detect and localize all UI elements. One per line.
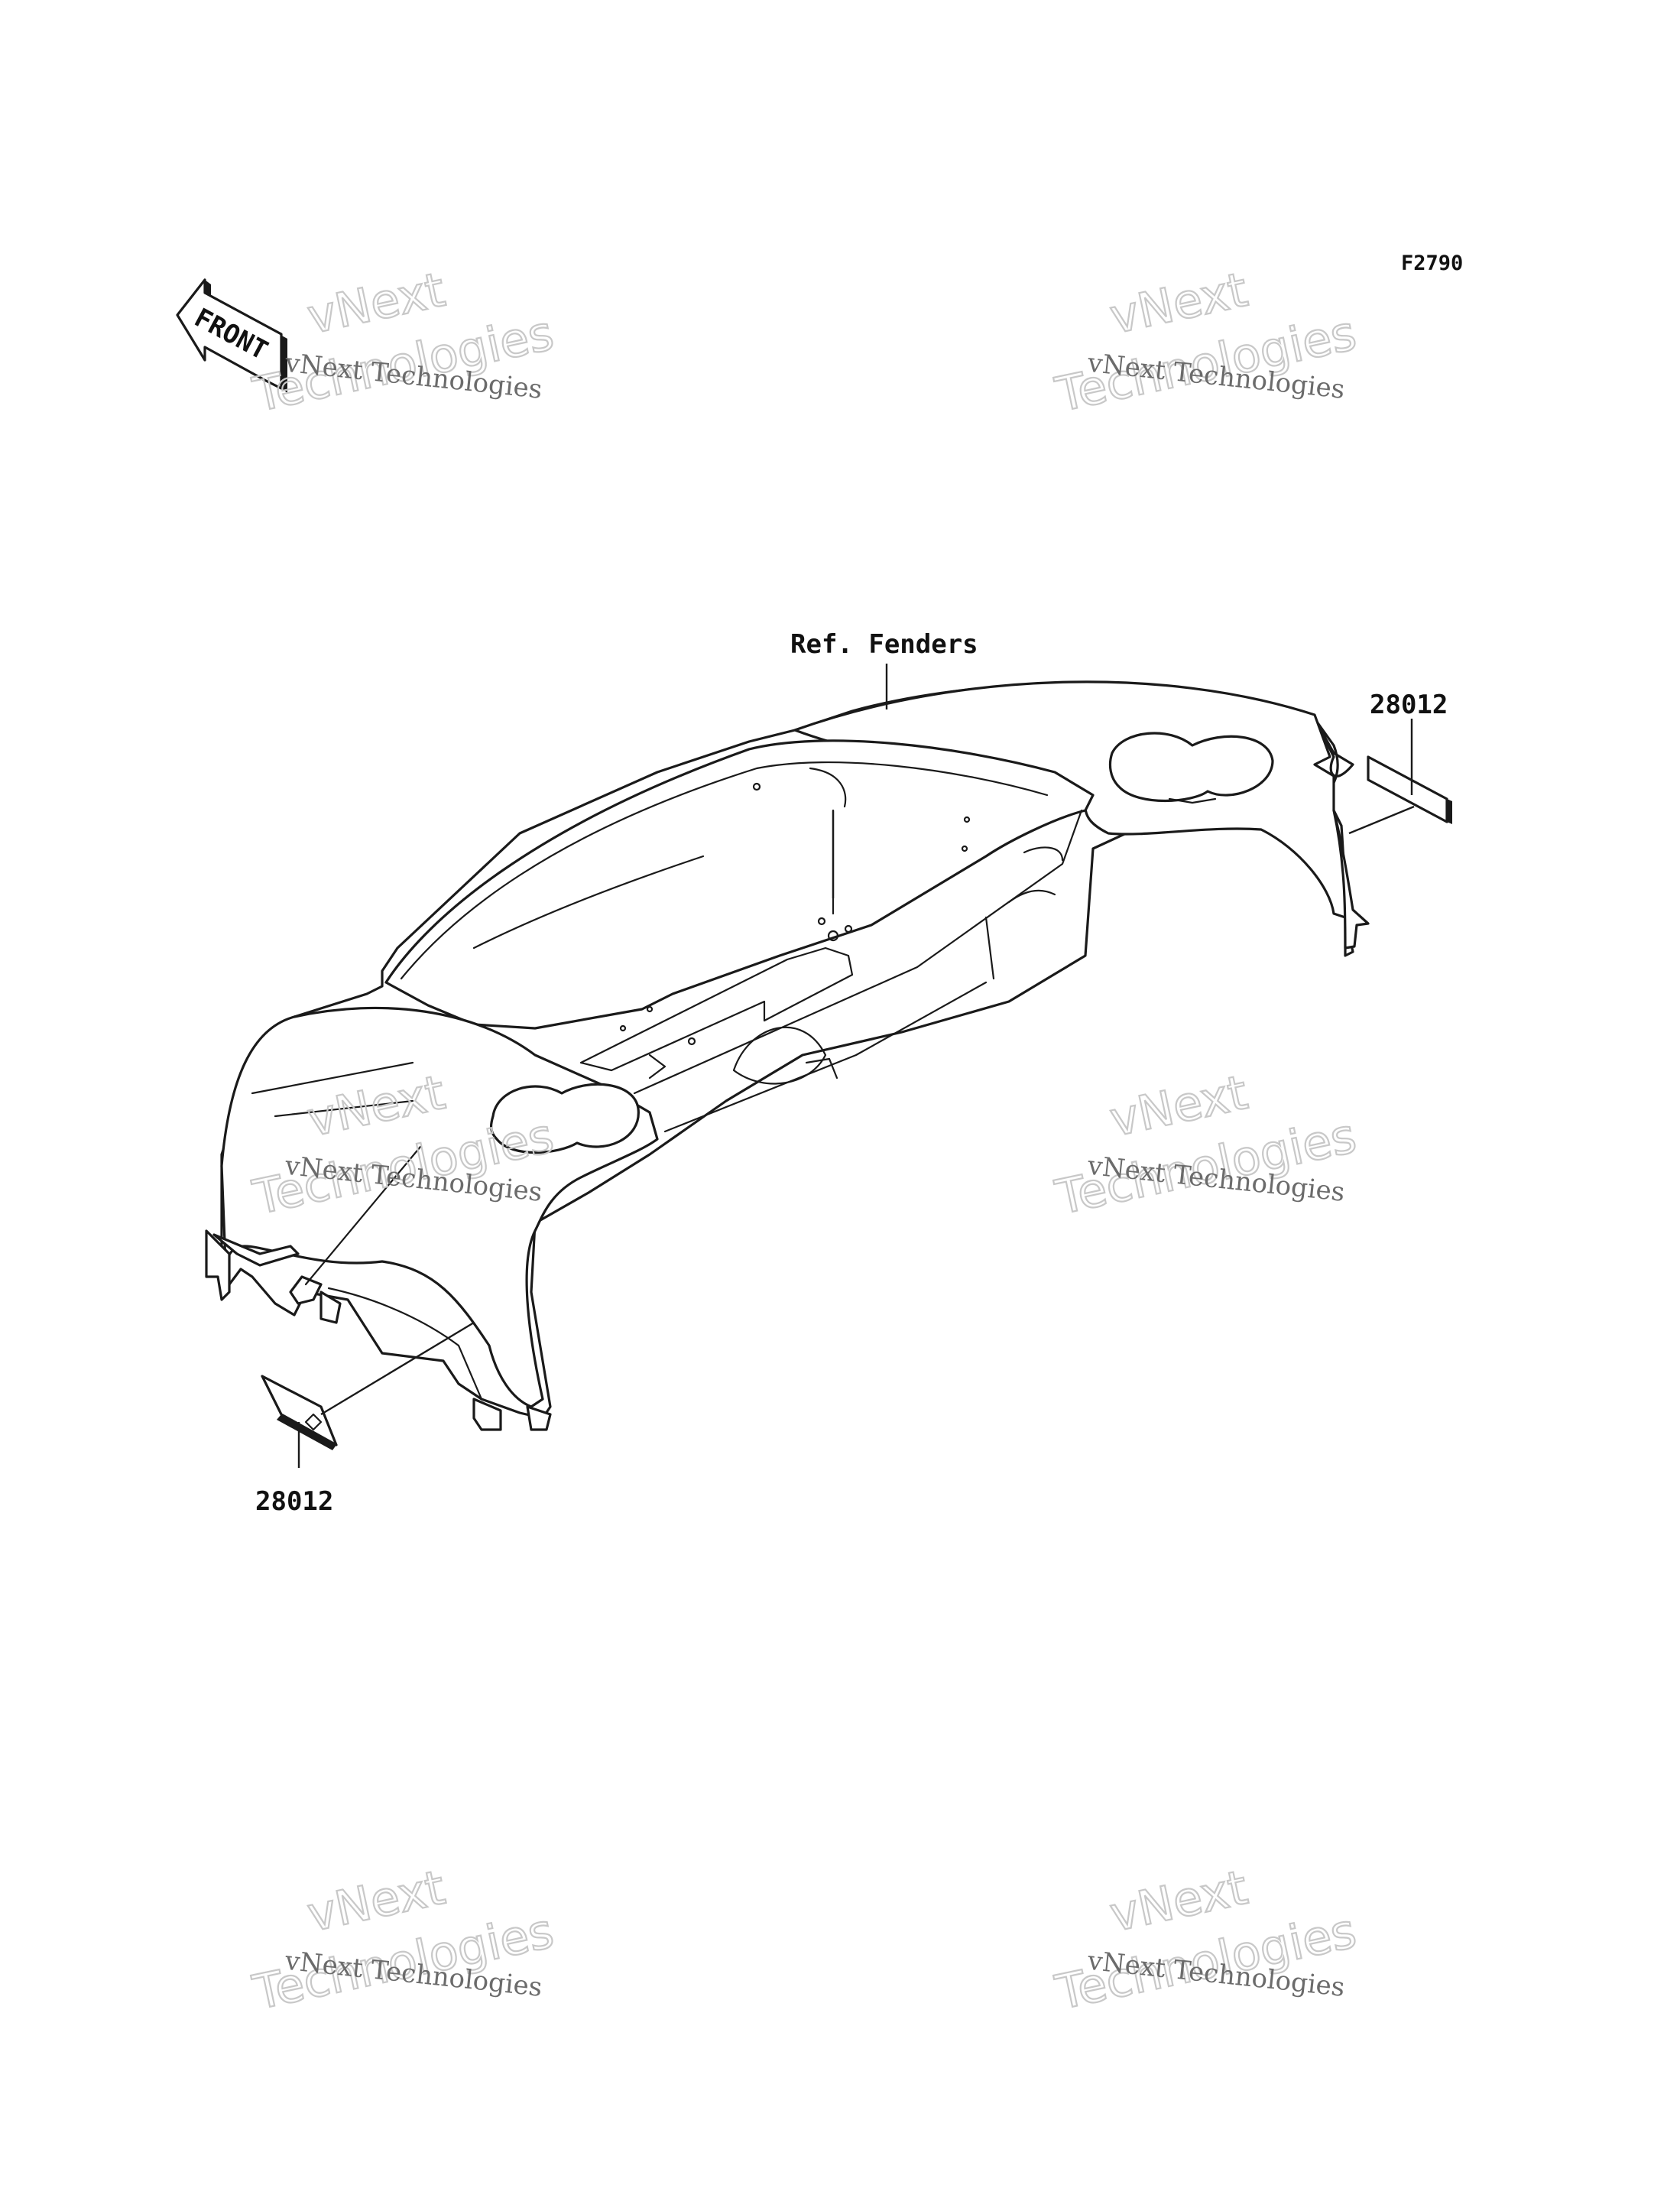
leader-left-decal xyxy=(320,1321,475,1416)
watermark-2: vNext Technologies vNext Technologies xyxy=(1050,261,1362,424)
rear-fender-assembly xyxy=(205,680,1370,1431)
watermark-4: vNext Technologies vNext Technologies xyxy=(1050,1063,1362,1226)
label-part-left: 28012 xyxy=(255,1486,333,1517)
leader-right-decal xyxy=(1348,805,1415,835)
figure-code: F2790 xyxy=(1401,252,1463,275)
decal-left xyxy=(261,1375,338,1450)
decal-right xyxy=(1367,755,1452,824)
watermark-3: vNext Technologies vNext Technologies xyxy=(248,1063,559,1226)
watermark-1: vNext Technologies vNext Technologies xyxy=(248,261,559,424)
label-part-right: 28012 xyxy=(1370,690,1448,720)
watermark-6: vNext Technologies vNext Technologies xyxy=(1050,1859,1362,2021)
watermark-5: vNext Technologies vNext Technologies xyxy=(248,1859,559,2021)
label-ref-fenders: Ref. Fenders xyxy=(790,629,978,660)
